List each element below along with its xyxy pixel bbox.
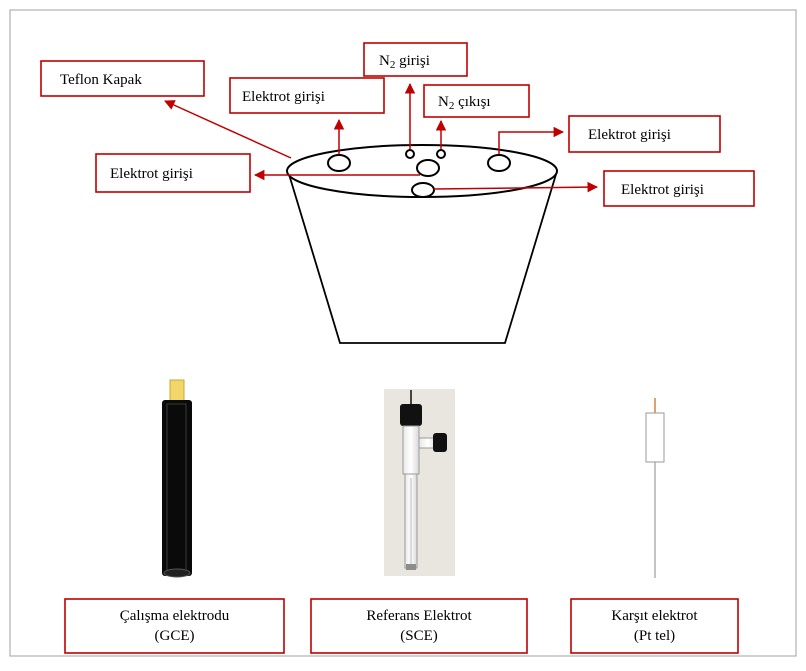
label-teflon-cap-text: Teflon Kapak [60, 72, 142, 88]
label-n2-outlet-text: N2 çıkışı [438, 94, 491, 112]
label-electrode-inlet-bottom-right-text: Elektrot girişi [621, 182, 704, 198]
label-electrode-inlet-top-text: Elektrot girişi [242, 89, 325, 105]
arrows [164, 82, 599, 193]
caption-counter-electrode-line1: Karşıt elektrot [611, 608, 698, 624]
gce-contact-pin [169, 379, 185, 403]
outer-frame [9, 9, 797, 657]
port-bottom [411, 182, 435, 198]
gce-tip [163, 568, 191, 578]
arrow-teflon-cap [164, 100, 292, 159]
label-n2-outlet: N2 çıkışı [423, 84, 530, 118]
label-electrode-inlet-right: Elektrot girişi [568, 115, 721, 153]
cell-vessel [286, 144, 558, 344]
caption-reference-electrode-line1: Referans Elektrot [366, 608, 472, 624]
caption-counter-electrode: Karşıt elektrot (Pt tel) [570, 598, 739, 654]
sce-cap [400, 404, 422, 426]
label-n2-inlet: N2 girişi [363, 42, 468, 77]
label-electrode-inlet-bottom-right: Elektrot girişi [603, 170, 755, 207]
arrow-electrode-right [498, 126, 565, 154]
teflon-cap-ellipse [286, 144, 558, 198]
label-electrode-inlet-right-text: Elektrot girişi [588, 127, 671, 143]
caption-reference-electrode: Referans Elektrot (SCE) [310, 598, 528, 654]
caption-reference-electrode-line2: (SCE) [400, 628, 438, 644]
caption-working-electrode: Çalışma elektrodu (GCE) [64, 598, 285, 654]
arrow-electrode-bottom-right [433, 181, 599, 193]
gce-body [162, 400, 192, 576]
port-right [487, 154, 511, 172]
caption-counter-electrode-line2: (Pt tel) [634, 628, 675, 644]
port-center [416, 159, 440, 177]
port-left-top [327, 154, 351, 172]
counter-electrode-illustration [645, 398, 665, 578]
label-teflon-cap: Teflon Kapak [40, 60, 205, 97]
reference-electrode-illustration [384, 389, 455, 576]
sce-side-cap [433, 433, 447, 452]
sce-frit [406, 564, 416, 570]
caption-working-electrode-line2: (GCE) [155, 628, 195, 644]
working-electrode-illustration [162, 379, 192, 578]
port-n2-inlet [405, 149, 415, 159]
cell-body [287, 170, 558, 344]
caption-working-electrode-line1: Çalışma elektrodu [120, 608, 230, 624]
label-electrode-inlet-left: Elektrot girişi [95, 153, 251, 193]
label-electrode-inlet-left-text: Elektrot girişi [110, 166, 193, 182]
label-n2-inlet-text: N2 girişi [379, 53, 430, 71]
pt-holder [645, 412, 665, 463]
port-n2-outlet [436, 149, 446, 159]
sce-upper-glass [402, 425, 420, 475]
label-electrode-inlet-top: Elektrot girişi [229, 77, 385, 114]
